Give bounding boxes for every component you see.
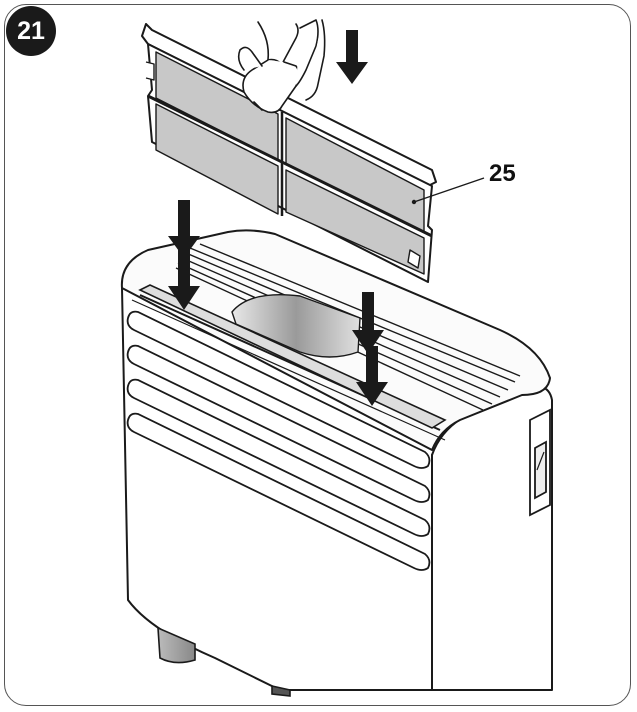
front-louvres bbox=[126, 310, 431, 571]
side-control-panel bbox=[529, 408, 551, 517]
callout-label-25: 25 bbox=[489, 160, 516, 187]
callout-leader-line bbox=[413, 177, 485, 203]
air-filter-panel bbox=[141, 23, 437, 283]
step-number-badge: 21 bbox=[6, 6, 56, 56]
down-arrow-icon bbox=[168, 246, 200, 310]
down-arrow-icon bbox=[168, 200, 200, 258]
hand-icon bbox=[237, 19, 326, 114]
down-arrow-icon bbox=[336, 30, 368, 84]
callout-dot bbox=[411, 199, 417, 205]
down-arrow-icon bbox=[352, 292, 384, 354]
down-arrow-icon bbox=[356, 346, 388, 406]
unit-feet bbox=[157, 626, 291, 697]
